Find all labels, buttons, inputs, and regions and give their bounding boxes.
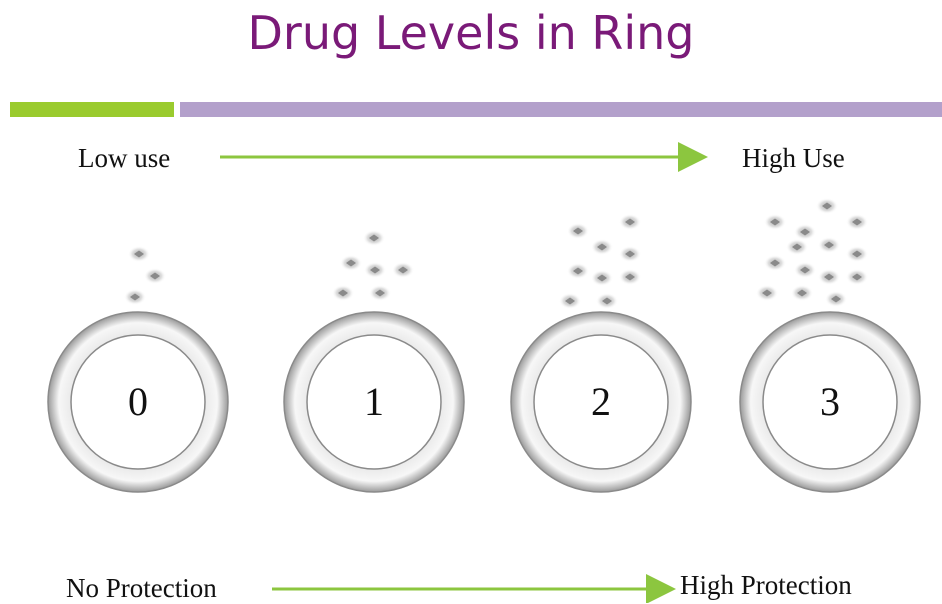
drug-particle <box>846 246 868 262</box>
accent-bar-purple <box>180 102 942 117</box>
ring-label-2: 2 <box>591 379 611 424</box>
drug-particle <box>791 285 813 301</box>
drug-particle <box>619 214 641 230</box>
drug-particle <box>392 262 414 278</box>
drug-particle <box>128 246 150 262</box>
drug-particle <box>764 214 786 230</box>
drug-particle <box>591 239 613 255</box>
ring-hole-3 <box>762 334 898 470</box>
no-protection-label: No Protection <box>66 573 217 603</box>
ring-hole-2 <box>533 334 669 470</box>
drug-particle <box>825 291 847 307</box>
drug-particle <box>596 293 618 309</box>
drug-particle <box>144 268 166 284</box>
drug-particle <box>794 224 816 240</box>
drug-particle <box>846 214 868 230</box>
drug-particle <box>340 255 362 271</box>
drug-particle <box>794 262 816 278</box>
high-use-label: High Use <box>742 143 845 173</box>
drug-particle <box>567 223 589 239</box>
drug-particle <box>619 269 641 285</box>
drug-particle <box>591 270 613 286</box>
ring-label-1: 1 <box>364 379 384 424</box>
high-protection-label: High Protection <box>680 570 852 600</box>
drug-particle <box>559 293 581 309</box>
ring-label-3: 3 <box>820 379 840 424</box>
accent-bar-green <box>10 102 174 117</box>
ring-hole-0 <box>70 334 206 470</box>
drug-particle <box>786 239 808 255</box>
low-use-label: Low use <box>78 143 171 173</box>
drug-particle <box>364 262 386 278</box>
drug-particle <box>363 230 385 246</box>
ring-label-0: 0 <box>128 379 148 424</box>
drug-particle <box>332 285 354 301</box>
drug-particle <box>818 269 840 285</box>
drug-particle <box>816 198 838 214</box>
drug-particle <box>124 289 146 305</box>
drug-particle <box>369 285 391 301</box>
drug-particle <box>764 255 786 271</box>
drug-particle <box>619 246 641 262</box>
drug-particle <box>818 237 840 253</box>
drug-particle <box>567 263 589 279</box>
slide-title: Drug Levels in Ring <box>247 6 695 60</box>
drug-particle <box>846 269 868 285</box>
drug-particle <box>756 285 778 301</box>
ring-hole-1 <box>306 334 442 470</box>
